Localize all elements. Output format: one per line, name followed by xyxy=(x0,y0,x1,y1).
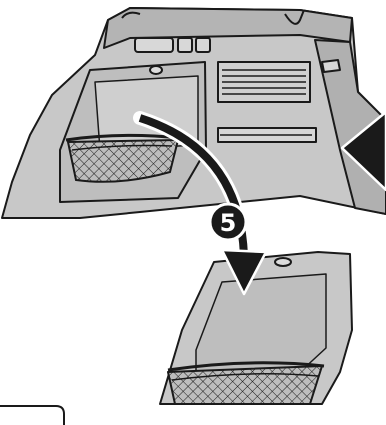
storage-net xyxy=(65,133,181,183)
step-number: 5 xyxy=(220,209,237,237)
step-badge: 5 xyxy=(208,202,248,242)
caption-frame xyxy=(0,405,65,425)
view-direction-arrow xyxy=(340,110,386,192)
detached-cover-panel xyxy=(159,251,353,405)
cargo-side-trim-panel xyxy=(1,7,386,219)
